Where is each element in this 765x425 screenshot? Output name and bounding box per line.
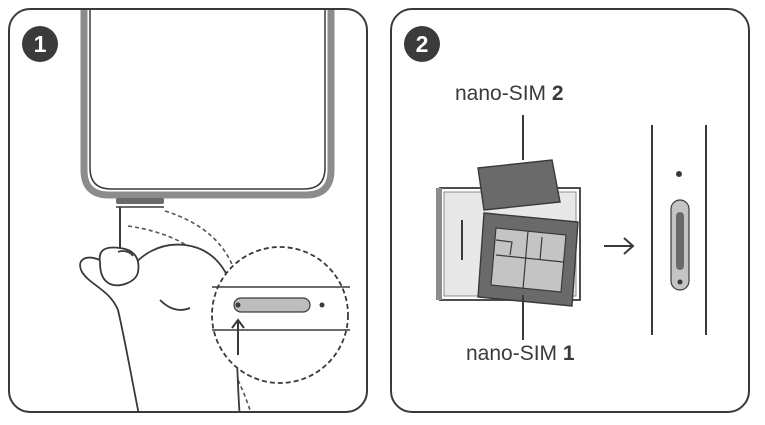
nano-sim-2-card xyxy=(477,159,561,211)
arrow-right-icon xyxy=(604,237,635,255)
sim-slot xyxy=(116,198,164,204)
step-2-illustration xyxy=(436,115,707,340)
phone-body xyxy=(80,10,335,199)
step-1-panel: 1 xyxy=(8,8,368,413)
zoom-circle xyxy=(211,246,350,384)
phone-side-edge xyxy=(651,125,707,335)
step-2-panel: 2 nano-SIM 2 nano-SIM 1 xyxy=(390,8,750,413)
step-1-illustration xyxy=(79,10,350,411)
nano-sim-1-card xyxy=(477,212,579,307)
nano-sim-2-label: nano-SIM 2 xyxy=(455,82,564,105)
step-number-badge: 2 xyxy=(404,26,440,62)
sim-tray-closeup xyxy=(233,297,311,313)
nano-sim-1-label: nano-SIM 1 xyxy=(466,342,575,365)
step-number-badge: 1 xyxy=(22,26,58,62)
